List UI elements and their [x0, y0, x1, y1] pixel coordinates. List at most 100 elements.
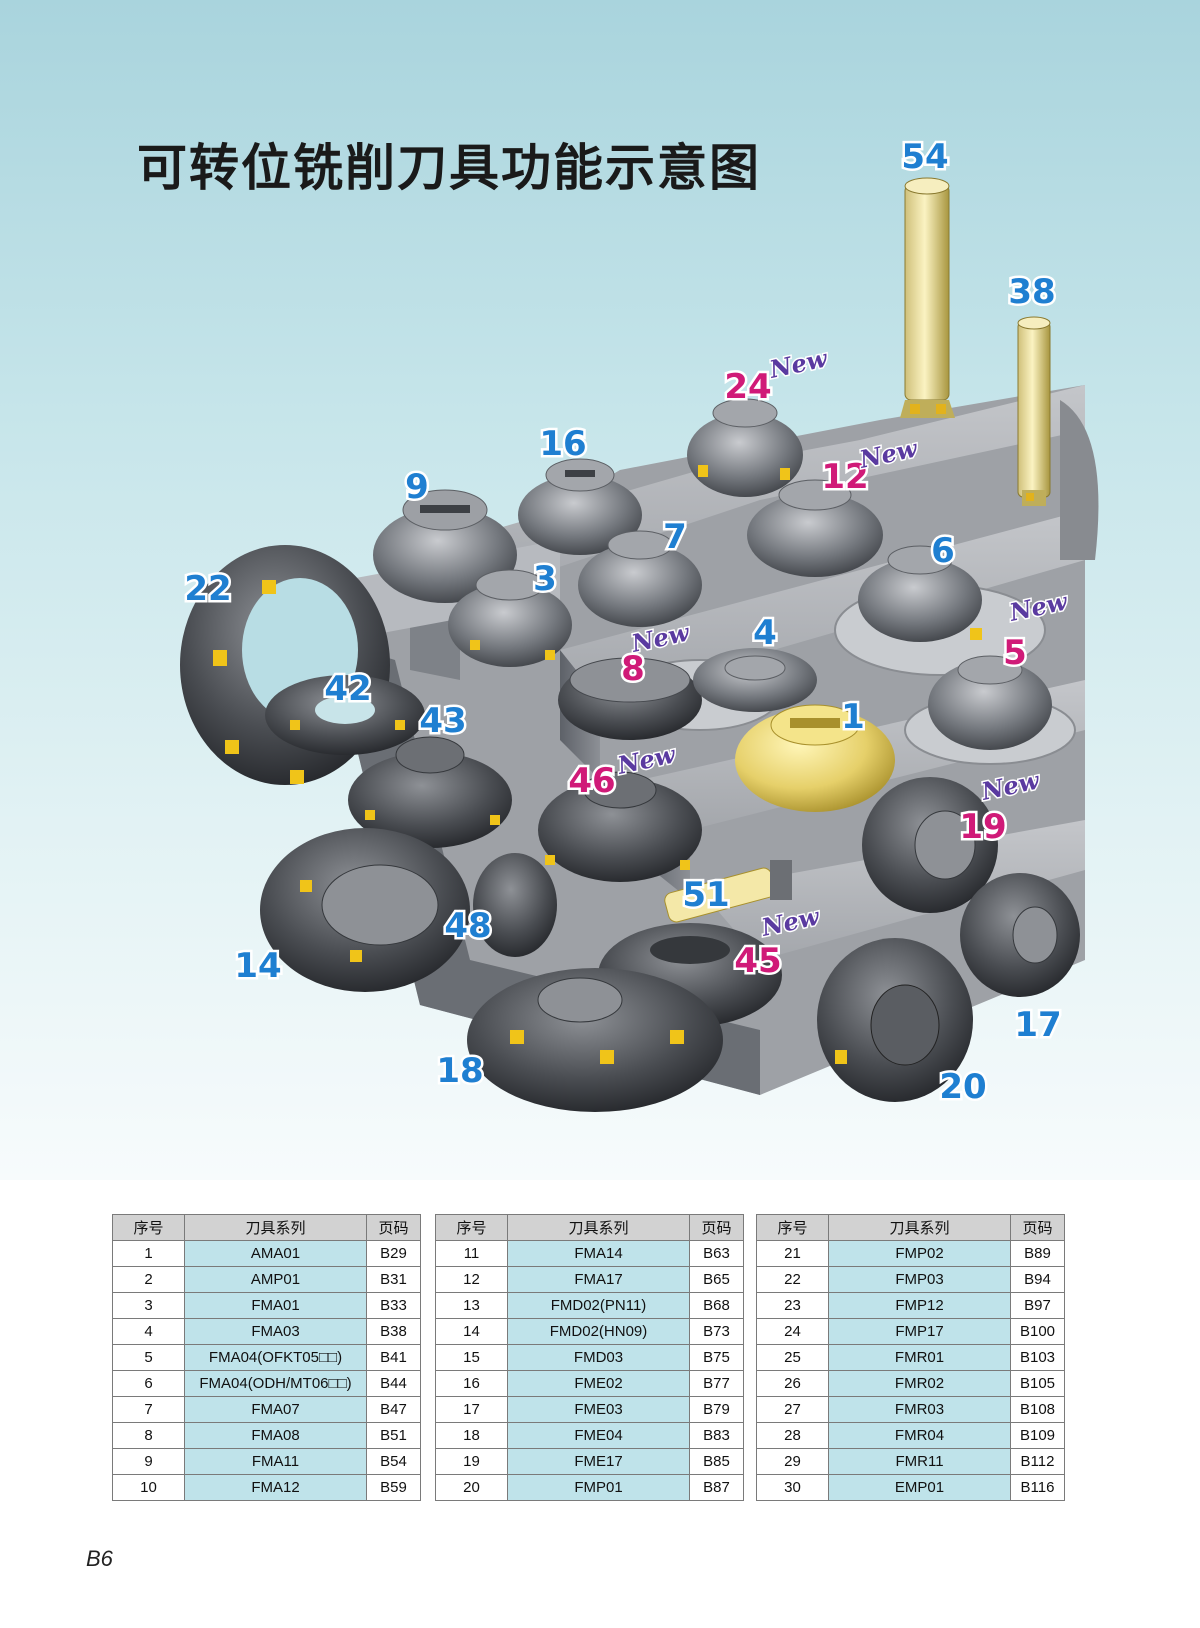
- row-page: B63: [689, 1240, 744, 1267]
- row-series: FME03: [507, 1396, 690, 1423]
- row-page: B44: [366, 1370, 421, 1397]
- cutter-43: [348, 736, 512, 848]
- callout-number-3: 3: [533, 559, 557, 599]
- row-page: B87: [689, 1474, 744, 1501]
- callout-number-1: 1: [841, 697, 865, 737]
- row-series: FMA11: [184, 1448, 367, 1475]
- row-page: B29: [366, 1240, 421, 1267]
- row-series: AMP01: [184, 1266, 367, 1293]
- row-index: 20: [435, 1474, 508, 1501]
- row-page: B100: [1010, 1318, 1065, 1345]
- callout-number-9: 9: [405, 467, 429, 507]
- cutter-3: [448, 569, 572, 667]
- callout-number-48: 48: [444, 906, 491, 946]
- row-series: FMR11: [828, 1448, 1011, 1475]
- header-index: 序号: [756, 1214, 829, 1241]
- row-index: 30: [756, 1474, 829, 1501]
- callout-number-4: 4: [753, 613, 777, 653]
- callout-number-19: 19: [959, 807, 1006, 847]
- row-series: FMA04(ODH/MT06□□): [184, 1370, 367, 1397]
- row-index: 2: [112, 1266, 185, 1293]
- cutter-4: [693, 648, 817, 712]
- row-series: FME02: [507, 1370, 690, 1397]
- row-index: 25: [756, 1344, 829, 1371]
- callout-number-5: 5: [1003, 633, 1027, 673]
- row-page: B47: [366, 1396, 421, 1423]
- row-series: FME17: [507, 1448, 690, 1475]
- row-page: B59: [366, 1474, 421, 1501]
- row-series: FMA12: [184, 1474, 367, 1501]
- row-index: 11: [435, 1240, 508, 1267]
- cutter-46: [538, 771, 702, 882]
- callout-number-22: 22: [184, 569, 231, 609]
- row-series: FMA08: [184, 1422, 367, 1449]
- page-title: 可转位铣削刀具功能示意图: [137, 139, 761, 197]
- row-series: FMP01: [507, 1474, 690, 1501]
- row-page: B73: [689, 1318, 744, 1345]
- cutter-20: [817, 938, 973, 1102]
- callout-number-7: 7: [663, 517, 687, 557]
- row-index: 7: [112, 1396, 185, 1423]
- cutter-18: [467, 968, 723, 1112]
- row-page: B77: [689, 1370, 744, 1397]
- row-page: B109: [1010, 1422, 1065, 1449]
- row-index: 5: [112, 1344, 185, 1371]
- row-series: FME04: [507, 1422, 690, 1449]
- callout-number-16: 16: [539, 424, 586, 464]
- callout-number-38: 38: [1008, 272, 1055, 312]
- row-page: B85: [689, 1448, 744, 1475]
- cutter-24: [687, 398, 803, 497]
- row-page: B112: [1010, 1448, 1065, 1475]
- row-index: 23: [756, 1292, 829, 1319]
- row-page: B83: [689, 1422, 744, 1449]
- row-index: 24: [756, 1318, 829, 1345]
- page-number: B6: [86, 1546, 113, 1571]
- row-page: B38: [366, 1318, 421, 1345]
- callout-number-20: 20: [939, 1067, 986, 1107]
- callout-number-24: 24: [724, 367, 771, 407]
- cutter-12: [747, 479, 883, 577]
- cutter-7: [578, 530, 702, 627]
- row-page: B103: [1010, 1344, 1065, 1371]
- row-series: FMD02(HN09): [507, 1318, 690, 1345]
- callout-number-18: 18: [436, 1051, 483, 1091]
- milling-tools-illustration: 543824New1612New9736225New8New44214346Ne…: [180, 137, 1099, 1112]
- row-page: B51: [366, 1422, 421, 1449]
- row-series: FMP02: [828, 1240, 1011, 1267]
- row-index: 16: [435, 1370, 508, 1397]
- table-header-row: 序号 刀具系列 页码: [756, 1214, 1065, 1241]
- header-index: 序号: [112, 1214, 185, 1241]
- row-index: 14: [435, 1318, 508, 1345]
- callout-number-45: 45: [734, 941, 781, 981]
- row-series: FMA04(OFKT05□□): [184, 1344, 367, 1371]
- row-series: FMP12: [828, 1292, 1011, 1319]
- row-index: 28: [756, 1422, 829, 1449]
- cutter-17: [960, 873, 1080, 997]
- cutter-19: [862, 777, 998, 913]
- row-index: 6: [112, 1370, 185, 1397]
- header-series: 刀具系列: [184, 1214, 367, 1241]
- cutter-5: [928, 655, 1052, 750]
- table-header-row: 序号 刀具系列 页码: [112, 1214, 421, 1241]
